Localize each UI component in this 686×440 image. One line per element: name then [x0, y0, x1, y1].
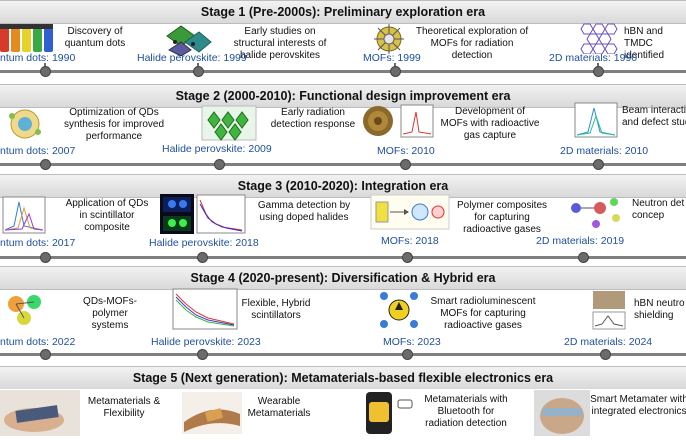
stage-1-marker-3 — [390, 66, 401, 77]
stage-4-item-3-text: Smart radioluminescent MOFs for capturin… — [430, 296, 536, 331]
stage-3-marker-3 — [402, 252, 413, 263]
stage-3-item-3-text: Polymer composites for capturing radioac… — [456, 200, 548, 235]
scintillator-spectrum-plot — [2, 196, 46, 234]
stage-3-marker-2 — [197, 252, 208, 263]
flexible-device-hand-image — [0, 390, 80, 436]
stage-1-marker-1 — [40, 66, 51, 77]
stage-1-title: Stage 1 (Pre-2000s): Preliminary explora… — [200, 5, 486, 19]
stage-5-title: Stage 5 (Next generation): Metamaterials… — [132, 371, 554, 385]
gas-capture-plot — [400, 104, 434, 138]
stage-3-marker-4 — [578, 252, 589, 263]
neutron-detection-scheme — [566, 194, 626, 234]
stage-2-marker-4 — [593, 159, 604, 170]
hexagonal-lattice-image — [578, 22, 620, 54]
radioluminescent-mof-image — [378, 288, 420, 332]
stage-1-item-2-text: Early studies on structural interests of… — [233, 26, 327, 61]
stage-3-timeline — [0, 256, 686, 259]
stage-2-item-1-text: Optimization of QDs synthesis for improv… — [63, 107, 165, 142]
stage-3-tag-4: 2D materials: 2019 — [536, 235, 625, 247]
stage-2-title: Stage 2 (2000-2010): Functional design i… — [175, 89, 511, 103]
perovskite-structure-image — [163, 22, 213, 56]
stage-4-item-2-text: Flexible, Hybrid scintillators — [241, 298, 311, 321]
stage-4-marker-1 — [40, 349, 51, 360]
stage-1-tag-1: ntum dots: 1990 — [0, 52, 76, 64]
beam-interaction-plot — [574, 102, 618, 138]
stage-3-item-4-text: Neutron det concep — [632, 198, 685, 221]
stage-1-marker-4 — [593, 66, 604, 77]
stage-5-item-2-text: Wearable Metamaterials — [247, 396, 311, 419]
doped-halide-luminescence-image — [160, 194, 194, 234]
stage-4-item-4-text: hBN neutro shielding — [634, 298, 685, 321]
stage-4-title: Stage 4 (2020-present): Diversification … — [190, 271, 496, 285]
mof-particle-image — [360, 104, 396, 138]
stage-3-tag-1: ntum dots: 2017 — [0, 237, 76, 249]
stage-3-tag-3: MOFs: 2018 — [381, 235, 439, 247]
wearable-arm-image — [182, 392, 242, 434]
quantum-dot-vials-image — [0, 24, 56, 52]
smart-glasses-face-image — [534, 390, 590, 436]
stage-1-header: Stage 1 (Pre-2000s): Preliminary explora… — [0, 0, 686, 24]
stage-5-item-3-text: Metamaterials with Bluetooth for radiati… — [424, 394, 508, 429]
stage-5-item-1-text: Metamaterials & Flexibility — [87, 396, 161, 419]
stage-5-item-4-text: Smart Metamater with integrated electron… — [590, 394, 686, 417]
polymer-composite-scheme — [370, 194, 450, 230]
stage-2-tag-2: Halide perovskite: 2009 — [162, 143, 272, 155]
stage-4-tag-1: ntum dots: 2022 — [0, 336, 76, 348]
stage-2-item-3-text: Development of MOFs with radioactive gas… — [440, 106, 540, 141]
stage-4-tag-4: 2D materials: 2024 — [564, 336, 653, 348]
stage-2-marker-3 — [400, 159, 411, 170]
stage-2-timeline — [0, 163, 686, 166]
stage-3-item-2-text: Gamma detection by using doped halides — [257, 200, 351, 223]
perovskite-crystal-image — [198, 100, 260, 142]
mof-structure-image — [372, 22, 406, 56]
stage-3-header: Stage 3 (2010-2020): Integration era — [0, 174, 686, 198]
stage-2-item-4-text: Beam interacti and defect stud — [622, 105, 686, 128]
stage-4-marker-3 — [402, 349, 413, 360]
stage-1-tag-3: MOFs: 1999 — [363, 52, 421, 64]
stage-1-item-1-text: Discovery of quantum dots — [64, 26, 126, 49]
stage-2-header: Stage 2 (2000-2010): Functional design i… — [0, 84, 686, 108]
stage-4-marker-2 — [197, 349, 208, 360]
stage-1-tag-2: Halide perovskite: 1999 — [137, 52, 247, 64]
qd-mof-polymer-image — [2, 290, 48, 328]
stage-1-marker-2 — [193, 66, 204, 77]
stage-4-tag-2: Halide perovskite: 2023 — [151, 336, 261, 348]
stage-5-header: Stage 5 (Next generation): Metamaterials… — [0, 366, 686, 390]
hybrid-scintillator-plot — [172, 288, 238, 330]
stage-3-title: Stage 3 (2010-2020): Integration era — [237, 179, 449, 193]
stage-2-tag-3: MOFs: 2010 — [377, 145, 435, 157]
stage-3-tag-2: Halide perovskite: 2018 — [149, 237, 259, 249]
stage-2-tag-1: ntum dots: 2007 — [0, 145, 76, 157]
hbn-shielding-image — [592, 290, 626, 330]
qd-synthesis-image — [2, 108, 48, 140]
gamma-detection-plot — [196, 194, 246, 234]
stage-1-item-4-text: hBN and TMDC identified — [624, 26, 665, 61]
stage-4-item-1-text: QDs-MOFs-polymer systems — [83, 296, 137, 331]
stage-2-marker-1 — [40, 159, 51, 170]
stage-3-marker-1 — [40, 252, 51, 263]
stage-4-header: Stage 4 (2020-present): Diversification … — [0, 266, 686, 290]
stage-1-item-3-text: Theoretical exploration of MOFs for radi… — [415, 26, 529, 61]
stage-2-tag-4: 2D materials: 2010 — [560, 145, 649, 157]
stage-1-timeline — [0, 70, 686, 73]
stage-2-item-2-text: Early radiation detection response — [270, 107, 356, 130]
stage-3-item-1-text: Application of QDs in scintillator compo… — [65, 198, 149, 233]
stage-4-tag-3: MOFs: 2023 — [383, 336, 441, 348]
stage-4-timeline — [0, 353, 686, 356]
bluetooth-watch-image — [348, 390, 418, 436]
stage-4-marker-4 — [600, 349, 611, 360]
stage-2-marker-2 — [214, 159, 225, 170]
stage-1-tag-4: 2D materials: 1990 — [549, 52, 638, 64]
